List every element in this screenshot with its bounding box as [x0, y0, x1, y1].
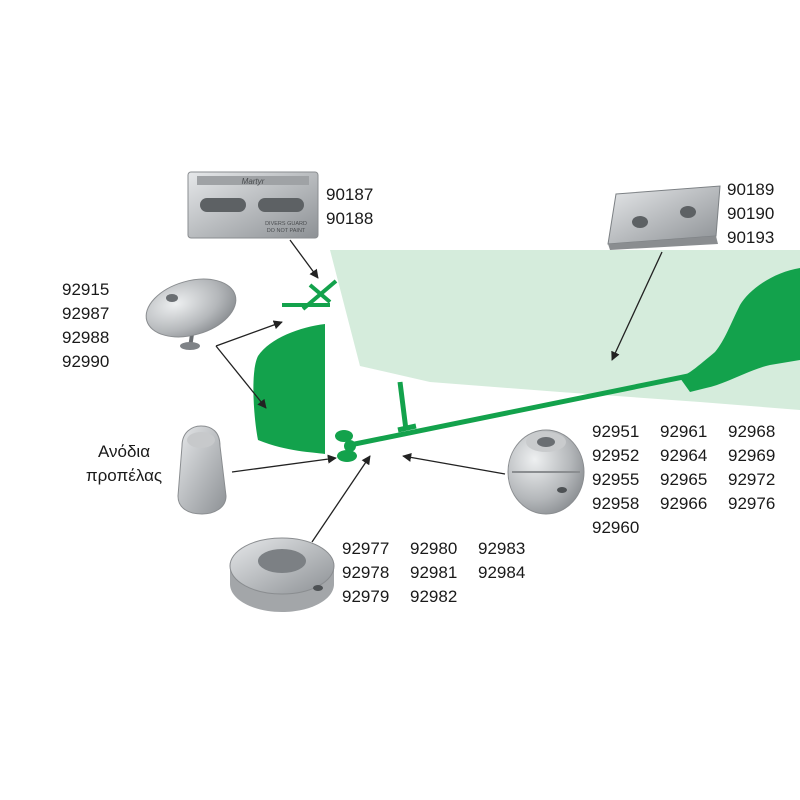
part-code: 92983 [478, 539, 526, 558]
plate-brand: Martyr [242, 177, 265, 186]
caption-line: προπέλας [85, 466, 163, 485]
part-code: 92978 [342, 563, 390, 582]
part-code: 92968 [728, 422, 776, 441]
collar-codes-col3: 92983 92984 [478, 537, 525, 585]
part-code: 92961 [660, 422, 708, 441]
part-code: 92955 [592, 470, 640, 489]
collar-codes-col2: 92980 92981 92982 [410, 537, 457, 609]
arrow-barrel [402, 452, 506, 475]
arrow-disc-to-transom [215, 320, 283, 347]
caption-line: Ανόδια [97, 442, 151, 461]
part-code: 92988 [62, 328, 110, 347]
disc-anode [145, 278, 237, 350]
disc-codes: 92915 92987 92988 92990 [62, 278, 109, 374]
part-code: 92982 [410, 587, 458, 606]
part-code: 92966 [660, 494, 708, 513]
part-code: 92951 [592, 422, 640, 441]
plate-stamp-line2: DO NOT PAINT [267, 228, 306, 234]
plate-top-codes: 90187 90188 [326, 183, 373, 231]
plate-right-codes: 90189 90190 90193 [727, 178, 774, 250]
arrow-plate-right [611, 251, 663, 361]
arrow-propeller-nut [231, 454, 337, 473]
arrow-disc-to-rudder [215, 345, 267, 409]
boat-hull [330, 250, 800, 410]
trim-tab-diagonal [301, 279, 338, 311]
engine [680, 268, 800, 392]
part-code: 92952 [592, 446, 640, 465]
plate-anode-top: Martyr DIVERS GUARD DO NOT PAINT [187, 171, 319, 239]
propeller [335, 430, 357, 462]
propeller-anode-caption: Ανόδια προπέλας [74, 440, 174, 488]
part-code: 92958 [592, 494, 640, 513]
part-code: 90187 [326, 185, 374, 204]
barrel-shaft-anode [507, 429, 585, 515]
arrow-collar [311, 455, 371, 543]
part-code: 92972 [728, 470, 776, 489]
part-code: 90189 [727, 180, 775, 199]
part-code: 92979 [342, 587, 390, 606]
collar-anode [229, 537, 335, 612]
part-code: 92984 [478, 563, 526, 582]
part-code: 92969 [728, 446, 776, 465]
part-code: 92964 [660, 446, 708, 465]
arrow-plate-top [289, 239, 319, 279]
barrel-codes-col2: 92961 92964 92965 92966 [660, 420, 707, 516]
plate-stamp-line1: DIVERS GUARD [265, 221, 307, 227]
part-code: 92981 [410, 563, 458, 582]
part-code: 92915 [62, 280, 110, 299]
propeller-nut-anode [177, 425, 227, 515]
rudder [253, 324, 325, 454]
part-code: 90190 [727, 204, 775, 223]
part-code: 92990 [62, 352, 110, 371]
part-code: 92980 [410, 539, 458, 558]
plate-anode-right [607, 185, 721, 250]
part-code: 92977 [342, 539, 390, 558]
part-code: 90193 [727, 228, 775, 247]
barrel-codes-col1: 92951 92952 92955 92958 92960 [592, 420, 639, 540]
collar-codes-col1: 92977 92978 92979 [342, 537, 389, 609]
barrel-codes-col3: 92968 92969 92972 92976 [728, 420, 775, 516]
part-code: 92976 [728, 494, 776, 513]
part-code: 92987 [62, 304, 110, 323]
shaft-strut [397, 381, 409, 431]
propeller-shaft [344, 371, 699, 449]
part-code: 92960 [592, 518, 640, 537]
part-code: 92965 [660, 470, 708, 489]
part-code: 90188 [326, 209, 374, 228]
strut-foot [397, 423, 417, 433]
